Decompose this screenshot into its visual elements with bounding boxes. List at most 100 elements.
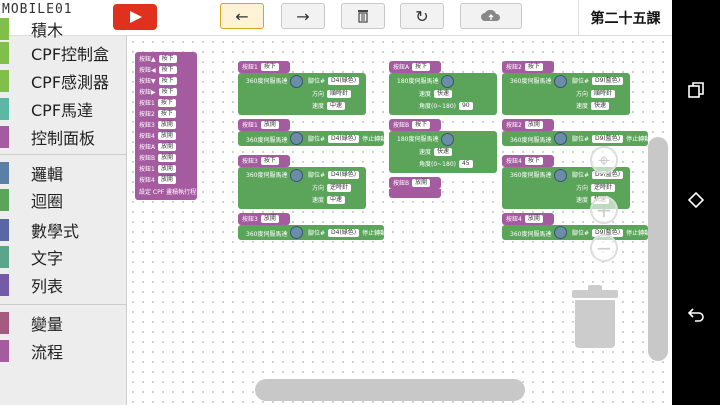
direction-dropdown[interactable]: 逆時針: [591, 183, 616, 192]
event-dropdown[interactable]: 放開: [157, 131, 176, 140]
recents-button[interactable]: [684, 78, 708, 102]
home-button[interactable]: [684, 188, 708, 212]
servo360-block[interactable]: 360度伺服馬達 腳位#D4(綠色) 方向逆時針 速度中速: [238, 167, 366, 209]
sidebar-item-loops[interactable]: 迴圈: [0, 187, 127, 213]
event-dropdown[interactable]: 按下: [158, 65, 177, 74]
event-dropdown[interactable]: 放開: [260, 214, 279, 223]
refresh-button[interactable]: ↻: [400, 3, 444, 29]
event-dropdown[interactable]: 放開: [157, 175, 176, 184]
pin-dropdown[interactable]: D4(綠色): [328, 76, 360, 85]
servo360-block[interactable]: 360度伺服馬達 腳位#D4(綠色) 方向順時針 速度中速: [238, 73, 366, 115]
sidebar-item-math[interactable]: 數學式: [0, 217, 127, 243]
sidebar-item-label: 迴圈: [31, 192, 64, 211]
speed-dropdown[interactable]: 中速: [327, 195, 346, 204]
pin-dropdown[interactable]: D9(藍色): [592, 134, 624, 143]
empty-event-body[interactable]: [389, 189, 441, 198]
horizontal-scrollbar[interactable]: [255, 379, 525, 401]
speed-label: 速度: [419, 149, 432, 156]
video-play-icon[interactable]: [113, 4, 157, 30]
speed-dropdown[interactable]: 快速: [434, 89, 453, 98]
sidebar-item-cpf-sensor[interactable]: CPF感測器: [0, 68, 127, 94]
delete-button[interactable]: [341, 3, 385, 29]
servo360-stop-block[interactable]: 360度伺服馬達 腳位#D9(藍色)停止轉動: [502, 131, 650, 146]
event-dropdown[interactable]: 按下: [158, 76, 177, 85]
workspace-trash[interactable]: [572, 285, 618, 348]
direction-dropdown[interactable]: 順時針: [327, 89, 352, 98]
event-dropdown[interactable]: 按下: [157, 109, 176, 118]
zoom-center-button[interactable]: ⌖: [590, 146, 618, 174]
speed-dropdown[interactable]: 快速: [434, 147, 453, 156]
sidebar-item-text[interactable]: 文字: [0, 244, 127, 270]
servo360-block[interactable]: 360度伺服馬達 腳位#D9(藍色) 方向順時針 速度快速: [502, 73, 630, 115]
event-dropdown[interactable]: 按下: [524, 156, 543, 165]
event-dropdown[interactable]: 放開: [157, 164, 176, 173]
direction-dropdown[interactable]: 逆時針: [327, 183, 352, 192]
servo180-block[interactable]: 180度伺服馬達 速度快速 角度(0~180)45: [389, 131, 497, 173]
sidebar-item-cpf-motor[interactable]: CPF馬達: [0, 96, 127, 122]
sidebar-item-variables[interactable]: 變量: [0, 310, 127, 336]
event-dropdown[interactable]: 按下: [158, 87, 177, 96]
event-dropdown[interactable]: 按下: [524, 62, 543, 71]
event-dropdown[interactable]: 放開: [260, 120, 279, 129]
speed-dropdown[interactable]: 中速: [327, 101, 346, 110]
angle-input[interactable]: 90: [458, 101, 473, 110]
back-button[interactable]: [684, 302, 708, 326]
pin-dropdown[interactable]: D9(藍色): [592, 228, 624, 237]
servo360-stop-block[interactable]: 360度伺服馬達 腳位#D9(藍色)停止轉動: [502, 225, 650, 240]
pin-dropdown[interactable]: D9(藍色): [592, 170, 624, 179]
pin-dropdown[interactable]: D4(綠色): [328, 134, 360, 143]
event-dropdown[interactable]: 按下: [158, 54, 177, 63]
redo-button[interactable]: →: [281, 3, 325, 29]
pin-dropdown[interactable]: D9(藍色): [592, 76, 624, 85]
event-dropdown[interactable]: 按下: [412, 62, 431, 71]
sidebar-item-functions[interactable]: 流程: [0, 338, 127, 364]
vertical-scrollbar[interactable]: [648, 137, 668, 361]
zoom-out-button[interactable]: −: [590, 234, 618, 262]
category-swatch: [0, 42, 9, 64]
servo360-stop-block[interactable]: 360度伺服馬達 腳位#D4(綠色)停止轉動: [238, 131, 386, 146]
speed-dropdown[interactable]: 快速: [591, 101, 610, 110]
category-swatch: [0, 98, 9, 120]
event-dropdown[interactable]: 按下: [412, 120, 431, 129]
event-dropdown[interactable]: 放開: [157, 120, 176, 129]
undo-button[interactable]: ←: [220, 3, 264, 29]
event-dropdown[interactable]: 按下: [157, 98, 176, 107]
event-dropdown[interactable]: 放開: [158, 142, 177, 151]
sidebar-item-cpf-controller[interactable]: CPF控制盒: [0, 40, 127, 66]
event-dropdown[interactable]: 放開: [524, 120, 543, 129]
zoom-in-button[interactable]: +: [590, 196, 618, 224]
sidebar-item-logic[interactable]: 邏輯: [0, 160, 127, 186]
sidebar-item-partial[interactable]: 積木: [0, 16, 127, 42]
direction-dropdown[interactable]: 順時針: [591, 89, 616, 98]
pin-dropdown[interactable]: D4(綠色): [328, 170, 360, 179]
pin-dropdown[interactable]: D4(綠色): [328, 228, 360, 237]
sidebar-item-control-panel[interactable]: 控制面板: [0, 124, 127, 150]
event-dropdown[interactable]: 放開: [158, 153, 177, 162]
stop-label: 停止轉動: [362, 230, 387, 237]
event-dropdown[interactable]: 按下: [260, 62, 279, 71]
event-dropdown[interactable]: 放開: [412, 178, 431, 187]
sidebar-item-lists[interactable]: 列表: [0, 272, 127, 298]
pin-label: 腳位#: [572, 78, 590, 85]
target-icon: ⌖: [598, 148, 610, 172]
event-dropdown[interactable]: 放開: [524, 214, 543, 223]
angle-input[interactable]: 45: [458, 159, 473, 168]
event-dropdown[interactable]: 按下: [260, 156, 279, 165]
servo360-stop-block[interactable]: 360度伺服馬達 腳位#D4(綠色)停止轉動: [238, 225, 387, 240]
cloud-upload-button[interactable]: [460, 3, 522, 29]
